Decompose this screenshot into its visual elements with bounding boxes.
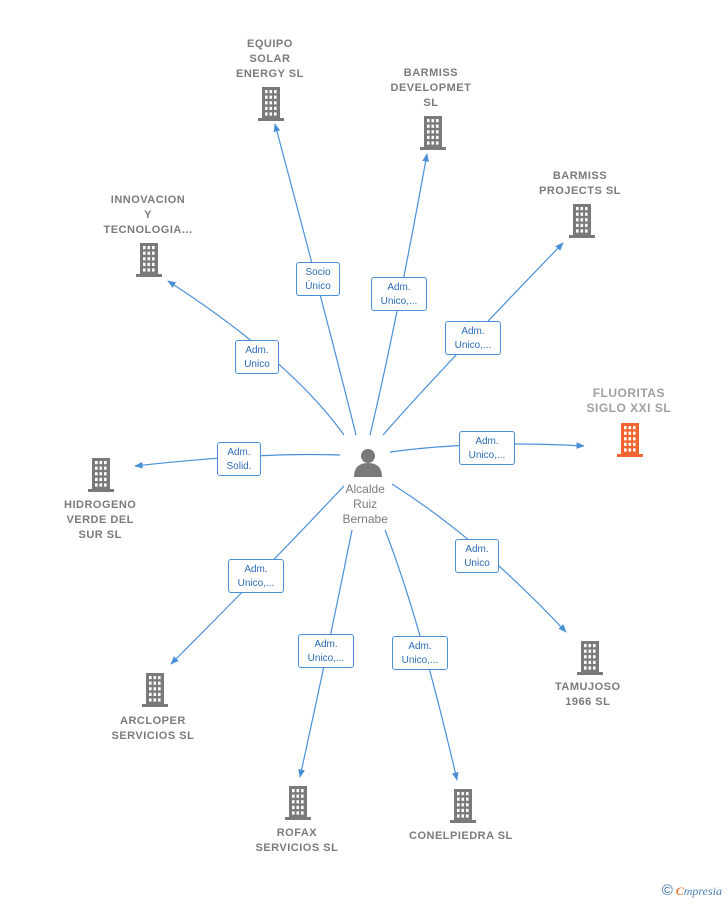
person-name-line: Ruiz — [353, 497, 378, 511]
relation-label-rofax[interactable]: Adm. Unico,... — [298, 634, 354, 668]
building-icon — [420, 116, 446, 150]
relation-text: Adm. — [475, 436, 499, 447]
relation-text: Unico,... — [380, 296, 418, 307]
relation-label-tamujoso[interactable]: Adm. Unico — [455, 539, 499, 573]
company-name-line: FLUORITAS — [592, 386, 665, 400]
company-name-line: SIGLO XXI SL — [586, 401, 672, 415]
building-icon — [450, 789, 476, 823]
relation-label-barmiss-projects[interactable]: Adm. Unico,... — [445, 321, 501, 355]
relation-label-barmiss-developmet[interactable]: Adm. Unico,... — [371, 277, 427, 311]
company-name-line: SERVICIOS SL — [255, 842, 339, 854]
company-name-line: EQUIPO — [247, 38, 293, 50]
building-icon — [617, 423, 643, 457]
company-name-line: ARCLOPER — [120, 715, 186, 727]
relation-text: Único — [305, 281, 331, 292]
relation-text: Adm. — [245, 345, 269, 356]
person-name-line: Alcalde — [345, 482, 385, 496]
relation-text: Unico,... — [401, 655, 439, 666]
relation-text: Unico,... — [237, 578, 275, 589]
company-name-line: CONELPIEDRA SL — [409, 830, 513, 842]
relation-label-innovacion[interactable]: Adm. Unico — [235, 340, 279, 374]
relation-text: Unico — [244, 359, 270, 370]
company-name-line: INNOVACION — [110, 194, 186, 206]
company-label-barmiss-developmet[interactable]: BARMISS DEVELOPMET SL — [391, 66, 472, 111]
company-label-tamujoso[interactable]: TAMUJOSO 1966 SL — [555, 680, 621, 710]
person-icon — [354, 449, 382, 477]
company-name-line: PROJECTS SL — [539, 185, 621, 197]
building-icon — [258, 87, 284, 121]
building-icon — [136, 243, 162, 277]
company-name-line: Y — [144, 209, 152, 221]
building-icon — [569, 204, 595, 238]
relation-text: Unico,... — [468, 450, 506, 461]
company-name-line: SL — [423, 97, 439, 109]
company-name-line: VERDE DEL — [66, 514, 134, 526]
relation-text: Adm. — [465, 544, 489, 555]
company-label-equipo-solar[interactable]: EQUIPO SOLAR ENERGY SL — [236, 37, 304, 82]
company-name-line: SERVICIOS SL — [111, 730, 195, 742]
relation-label-arcloper[interactable]: Adm. Unico,... — [228, 559, 284, 593]
company-label-innovacion[interactable]: INNOVACION Y TECNOLOGIA... — [104, 193, 193, 238]
company-name-line: DEVELOPMET — [390, 82, 472, 94]
relation-text: Adm. — [408, 641, 432, 652]
company-label-barmiss-projects[interactable]: BARMISS PROJECTS SL — [539, 169, 621, 199]
company-name-line: ROFAX — [276, 827, 318, 839]
relation-text: Adm. — [227, 447, 251, 458]
company-name-line: SOLAR — [249, 53, 291, 65]
brand-logo: ©Cmpresia — [661, 882, 722, 899]
relation-label-fluoritas[interactable]: Adm. Unico,... — [459, 431, 515, 465]
building-icon — [285, 786, 311, 820]
company-name-line: BARMISS — [552, 170, 608, 182]
company-label-conelpiedra[interactable]: CONELPIEDRA SL — [409, 829, 513, 844]
company-name-line: BARMISS — [403, 67, 459, 79]
building-icon — [142, 673, 168, 707]
company-name-line: ENERGY SL — [236, 68, 304, 80]
company-name-line: 1966 SL — [565, 696, 611, 708]
company-label-arcloper[interactable]: ARCLOPER SERVICIOS SL — [112, 714, 195, 744]
company-label-rofax[interactable]: ROFAX SERVICIOS SL — [256, 826, 339, 856]
edge-barmiss-developmet — [369, 153, 429, 436]
building-icon — [88, 458, 114, 492]
relation-label-conelpiedra[interactable]: Adm. Unico,... — [392, 636, 448, 670]
relation-text: Adm. — [461, 326, 485, 337]
relation-text: Socio — [305, 267, 331, 278]
nodes-layer — [88, 87, 643, 823]
relation-text: Unico,... — [454, 340, 492, 351]
relation-text: Solid. — [226, 461, 252, 472]
relation-text: Unico — [464, 558, 490, 569]
company-name-line: TAMUJOSO — [555, 681, 621, 693]
company-name-line: HIDROGENO — [64, 499, 137, 511]
relation-text: Adm. — [314, 639, 338, 650]
relation-label-hidrogeno[interactable]: Adm. Solid. — [217, 442, 261, 476]
relation-text: Adm. — [387, 282, 411, 293]
company-label-hidrogeno[interactable]: HIDROGENO VERDE DEL SUR SL — [64, 498, 136, 543]
building-icon — [577, 641, 603, 675]
person-name-line: Bernabe — [342, 512, 388, 526]
company-name-line: SUR SL — [78, 529, 122, 541]
relation-text: Adm. — [244, 564, 268, 575]
edge-equipo-solar — [273, 123, 357, 436]
edges-layer — [134, 123, 585, 781]
company-name-line: TECNOLOGIA... — [103, 224, 193, 236]
relation-text: Unico,... — [307, 653, 345, 664]
